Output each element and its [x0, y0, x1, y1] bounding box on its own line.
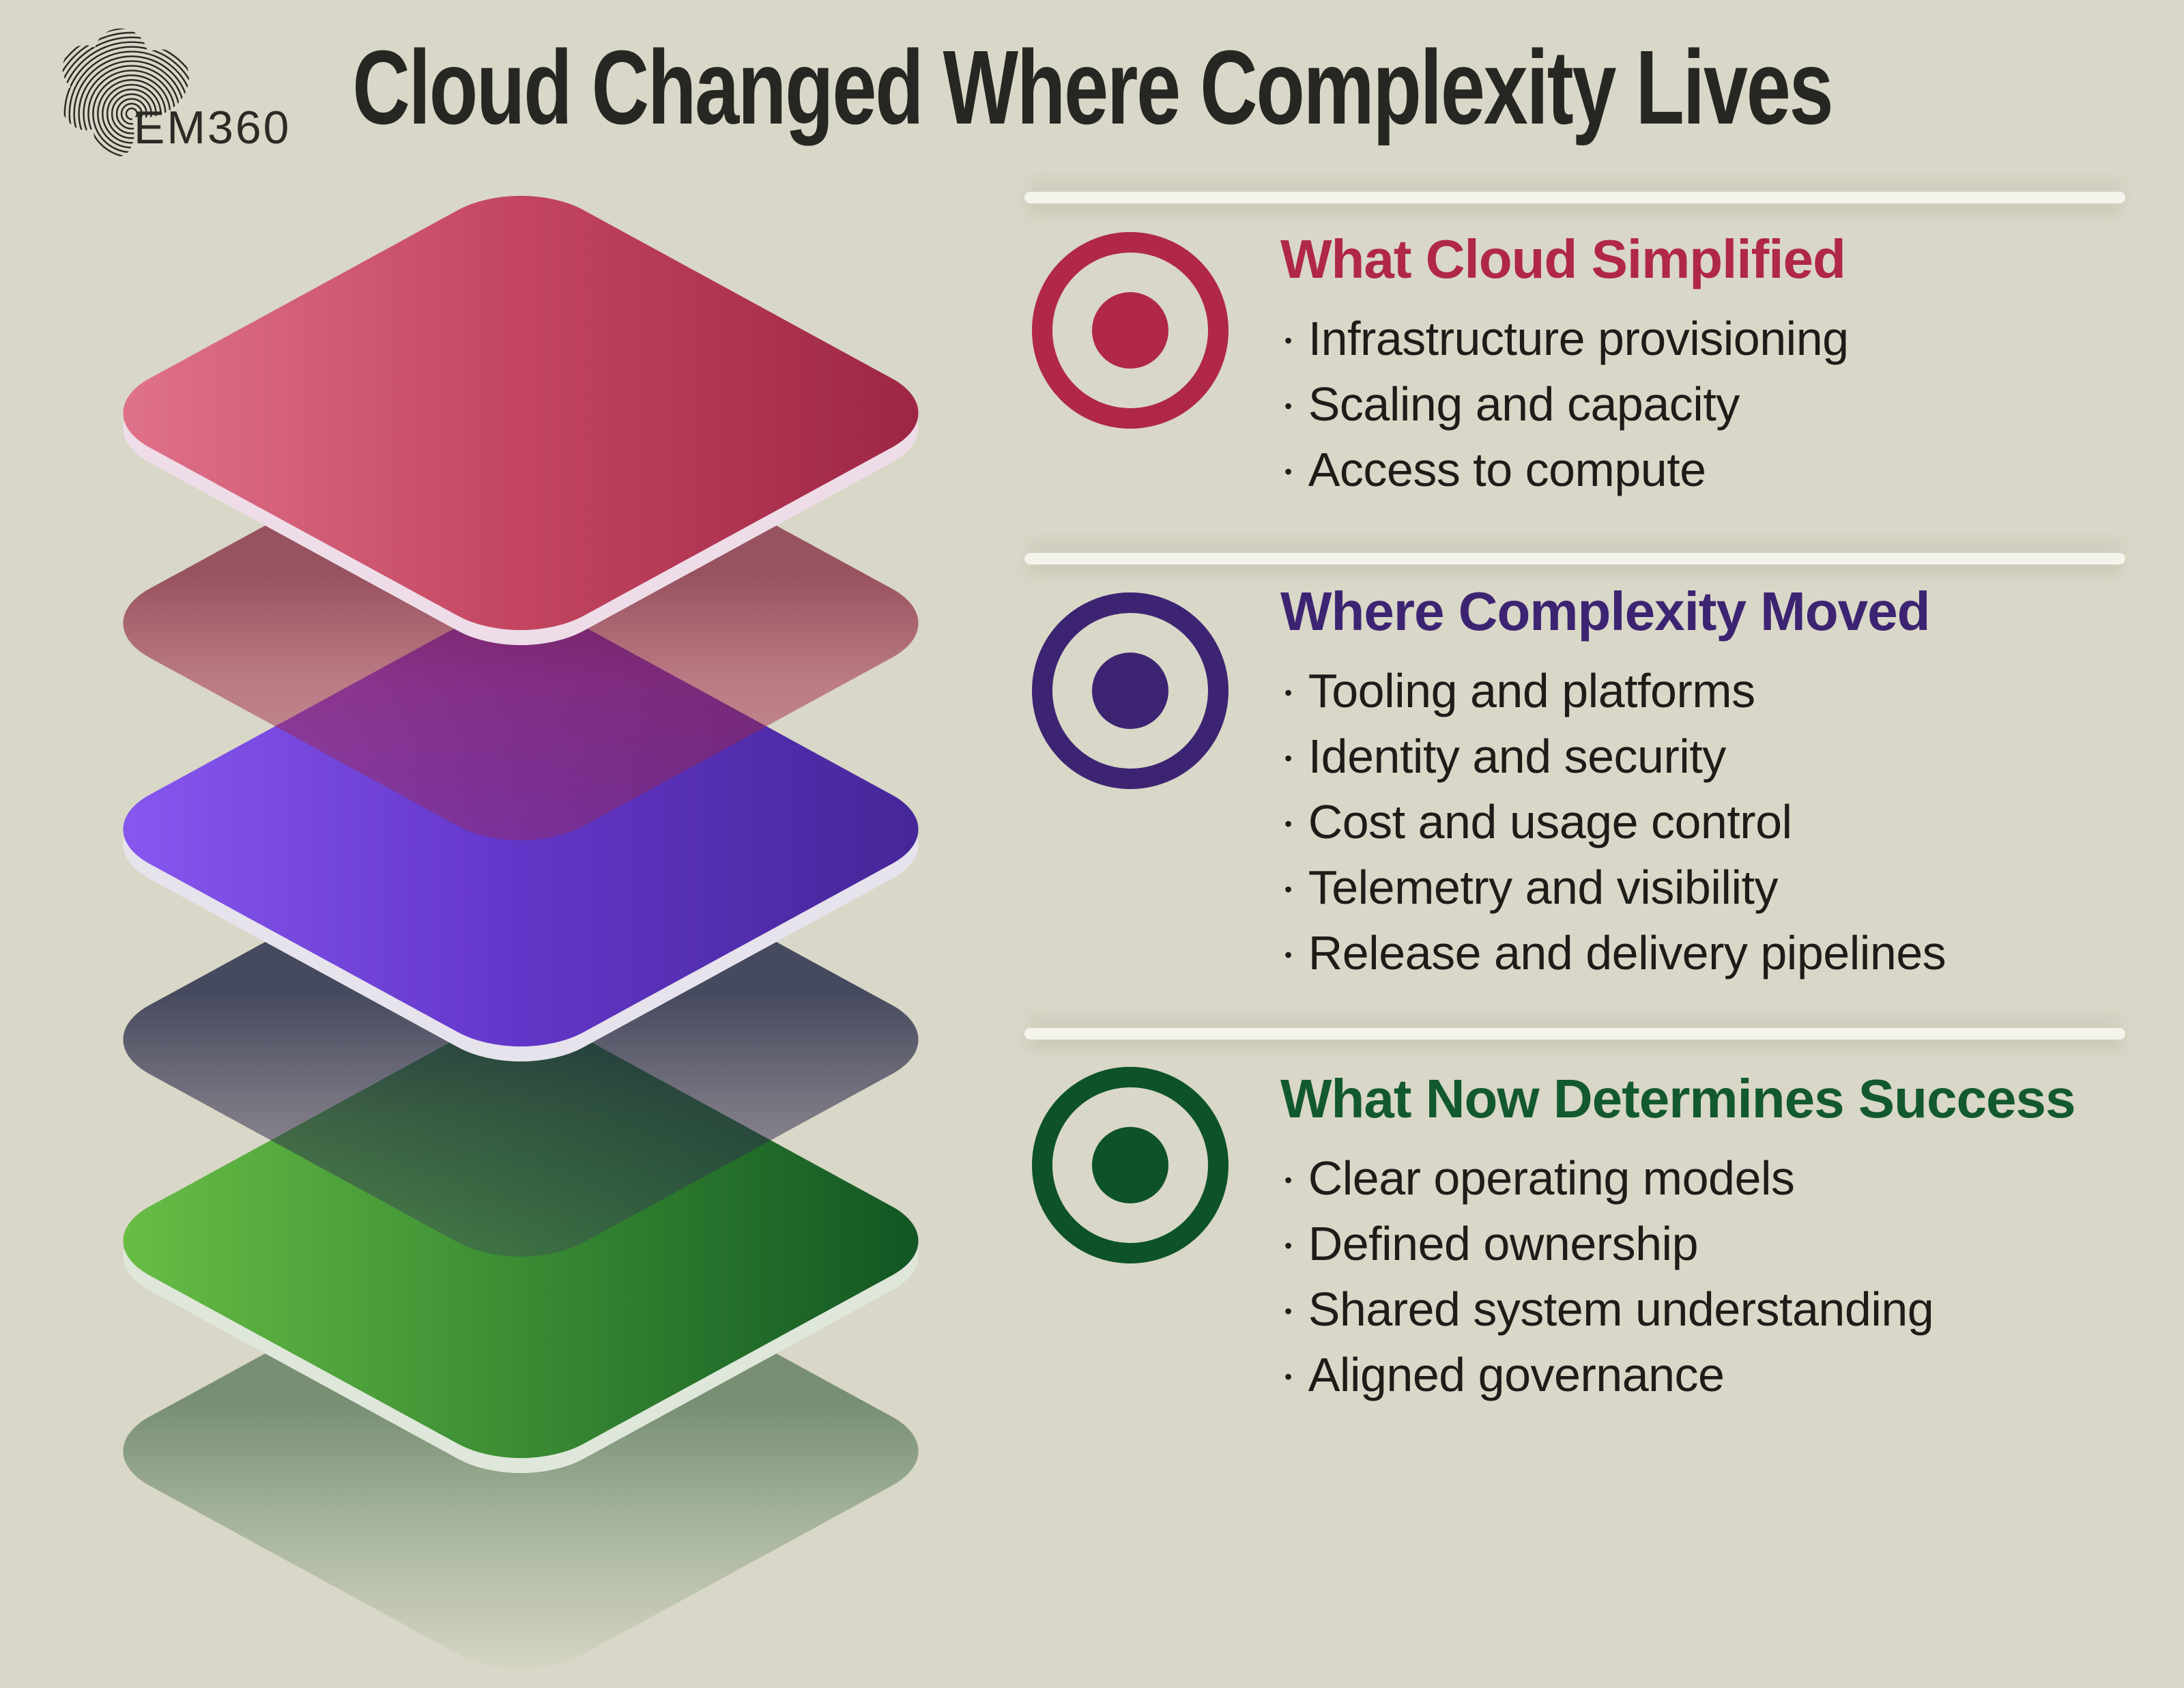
- target-icon-dot: [1092, 653, 1168, 729]
- section-divider: [1024, 553, 2125, 564]
- em360-logo-text: EM360: [134, 102, 291, 154]
- layer-what-cloud-simplified: [86, 106, 956, 861]
- em360-logo: EM360: [0, 0, 314, 177]
- list-item: Cost and usage control: [1280, 789, 1946, 855]
- section-bullet-list: Tooling and platforms Identity and secur…: [1280, 658, 1946, 986]
- list-item: Tooling and platforms: [1280, 658, 1946, 724]
- list-item: Infrastructure provisioning: [1280, 306, 1849, 371]
- target-icon: [1032, 232, 1228, 429]
- list-item: Shared system understanding: [1280, 1276, 2075, 1342]
- list-item: Access to compute: [1280, 437, 1849, 502]
- section-title: Where Complexity Moved: [1280, 581, 1931, 642]
- section-divider: [1024, 1028, 2125, 1040]
- target-icon: [1032, 1067, 1228, 1263]
- list-item: Defined ownership: [1280, 1211, 2075, 1276]
- list-item: Telemetry and visibility: [1280, 855, 1946, 920]
- list-item: Aligned governance: [1280, 1342, 2075, 1407]
- section-bullet-list: Infrastructure provisioning Scaling and …: [1280, 306, 1849, 502]
- target-icon-dot: [1092, 292, 1168, 369]
- section-title: What Now Determines Success: [1280, 1068, 2075, 1129]
- list-item: Scaling and capacity: [1280, 371, 1849, 437]
- section-what-cloud-simplified: What Cloud Simplified Infrastructure pro…: [1280, 227, 1849, 502]
- page-title-text: Cloud Changed Where Complexity Lives: [351, 29, 1833, 146]
- target-icon: [1032, 592, 1228, 789]
- section-bullet-list: Clear operating models Defined ownership…: [1280, 1145, 2075, 1407]
- page-title: Cloud Changed Where Complexity Lives: [0, 27, 2184, 148]
- layer-stack: [0, 0, 1024, 1688]
- list-item: Clear operating models: [1280, 1145, 2075, 1211]
- section-divider: [1024, 192, 2125, 203]
- list-item: Release and delivery pipelines: [1280, 920, 1946, 986]
- section-title: What Cloud Simplified: [1280, 229, 1846, 289]
- infographic-canvas: EM360 Cloud Changed Where Complexity Liv…: [0, 0, 2184, 1456]
- target-icon-dot: [1092, 1127, 1168, 1203]
- em360-cloud-icon: [61, 28, 189, 157]
- section-where-complexity-moved: Where Complexity Moved Tooling and platf…: [1280, 579, 1946, 986]
- section-what-determines-success: What Now Determines Success Clear operat…: [1280, 1066, 2075, 1407]
- list-item: Identity and security: [1280, 724, 1946, 789]
